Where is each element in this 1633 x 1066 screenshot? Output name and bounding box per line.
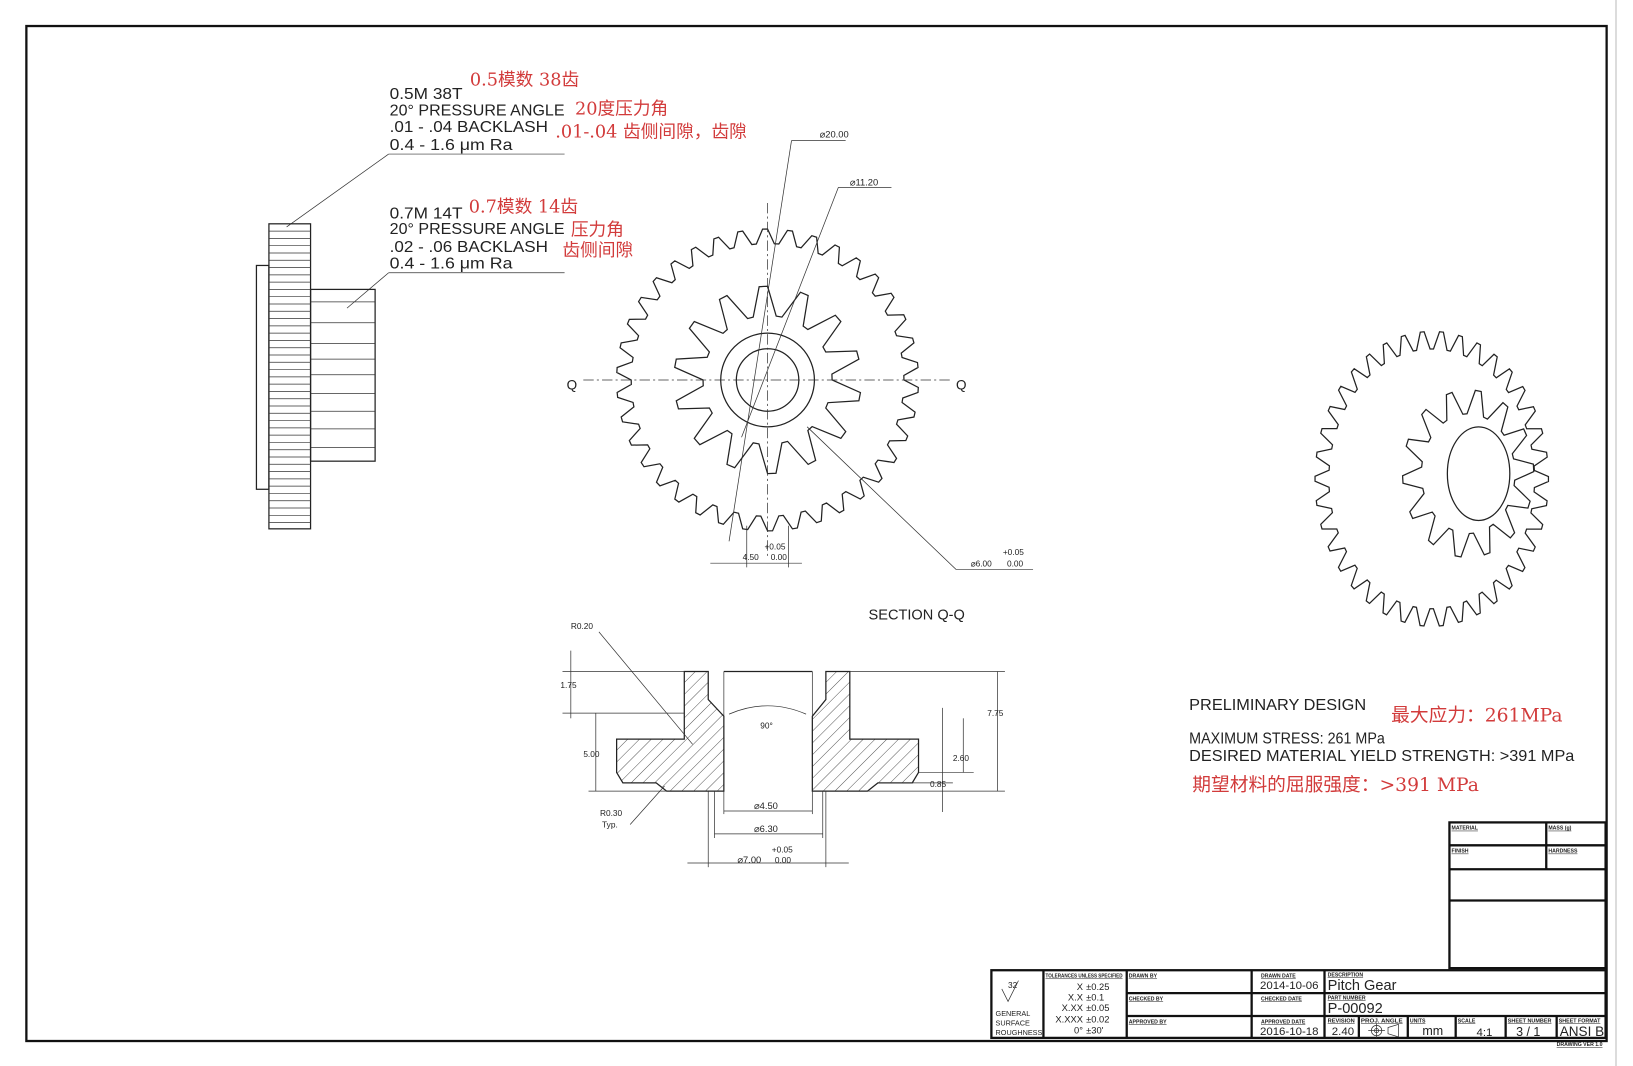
annotation-cn: 0.5模数 38齿 <box>470 69 579 90</box>
sheet-format-label: SHEET FORMAT <box>1559 1018 1601 1024</box>
units: mm <box>1422 1024 1443 1038</box>
dim-r020: R0.20 <box>571 621 594 631</box>
tol-header: TOLERANCES UNLESS SPECIFIED <box>1046 974 1123 980</box>
material-label: MATERIAL <box>1452 826 1479 832</box>
proj-angle-label: PROJ. ANGLE <box>1361 1018 1403 1024</box>
dim-dia630: ⌀6.30 <box>754 824 778 834</box>
dim-angle: 90° <box>760 721 773 731</box>
dim-outer-diameter: ⌀20.00 <box>820 129 849 139</box>
dim-775: 7.75 <box>987 708 1004 718</box>
width-value: 4.50 <box>743 552 760 562</box>
bore-tol-plus: +0.05 <box>1003 547 1024 557</box>
sheet-number-label: SHEET NUMBER <box>1508 1018 1552 1024</box>
dim-typ: Typ. <box>602 820 618 830</box>
units-label: UNITS <box>1410 1018 1426 1024</box>
surface-l1: GENERAL <box>996 1009 1031 1018</box>
part-number: P-00092 <box>1328 1001 1383 1017</box>
tol-val: ±0.1 <box>1086 992 1104 1002</box>
max-stress-cn: 最大应力：261MPa <box>1391 705 1562 726</box>
dim-inner-diameter: ⌀11.20 <box>850 177 878 187</box>
dim-dia700: ⌀7.00 <box>737 855 761 865</box>
annotation-cn: 齿侧间隙 <box>562 240 633 261</box>
note-line: 20° PRESSURE ANGLE <box>390 221 565 238</box>
tol-key: X.X <box>1068 992 1084 1002</box>
yield-strength: DESIRED MATERIAL YIELD STRENGTH: >391 MP… <box>1189 748 1575 765</box>
drawn-date-label: DRAWN DATE <box>1261 974 1296 980</box>
scale-label: SCALE <box>1458 1018 1476 1024</box>
checked-by-label: CHECKED BY <box>1129 996 1164 1002</box>
side-view <box>255 223 376 530</box>
surface-l3: ROUGHNESS <box>996 1028 1043 1037</box>
hardness-label: HARDNESS <box>1548 849 1578 855</box>
approved-date: 2016-10-18 <box>1260 1026 1319 1038</box>
note-line: .01 - .04 BACKLASH <box>390 119 548 136</box>
scale: 4:1 <box>1477 1027 1493 1039</box>
sheet-number: 3 / 1 <box>1516 1025 1540 1039</box>
note-line: 0.4 - 1.6 μm Ra <box>390 256 513 273</box>
dim-175: 1.75 <box>560 680 577 690</box>
dim-260: 2.60 <box>953 753 970 763</box>
title-block: MATERIAL MASS (g) FINISH HARDNESS 32 GEN… <box>990 821 1607 1048</box>
section-view: SECTION Q-Q 90° R0.20 1.75 5.00 7.75 2.6… <box>560 607 1005 868</box>
approved-by-label: APPROVED BY <box>1129 1019 1167 1025</box>
annotation-cn: .01-.04 齿侧间隙，齿隙 <box>555 121 747 142</box>
sheet-border <box>25 24 1608 1043</box>
section-mark-right: Q <box>956 377 967 392</box>
tol-key: X.XX <box>1062 1003 1084 1013</box>
gear1-note: 0.5M 38T 20° PRESSURE ANGLE .01 - .04 BA… <box>286 69 747 228</box>
surface-symbol: 32 <box>1008 980 1018 990</box>
annotation-cn: 压力角 <box>571 219 624 240</box>
tol-val: ±30' <box>1086 1026 1104 1036</box>
dim-tol-minus: 0.00 <box>775 855 792 865</box>
third-angle-projection-icon <box>1368 1023 1399 1038</box>
tol-key: X <box>1077 982 1084 992</box>
approved-date-label: APPROVED DATE <box>1261 1019 1306 1025</box>
sheet-format: ANSI B <box>1560 1024 1604 1039</box>
tol-key: X.XXX <box>1055 1014 1083 1024</box>
mass-label: MASS (g) <box>1548 826 1571 832</box>
checked-date-label: CHECKED DATE <box>1261 996 1302 1002</box>
revision: 2.40 <box>1332 1026 1354 1038</box>
drawn-by-label: DRAWN BY <box>1129 974 1158 980</box>
dim-500: 5.00 <box>583 749 600 759</box>
annotation-cn: 0.7模数 14齿 <box>469 196 578 217</box>
prelim-design: PRELIMINARY DESIGN <box>1189 697 1366 714</box>
description-label: DESCRIPTION <box>1328 972 1364 978</box>
revision-label: REVISION <box>1328 1018 1355 1024</box>
tol-key: 0° <box>1074 1026 1083 1036</box>
width-tol-plus: +0.05 <box>764 542 785 552</box>
finish-label: FINISH <box>1452 849 1469 855</box>
description: Pitch Gear <box>1328 978 1397 994</box>
bore-value: ⌀6.00 <box>971 558 993 568</box>
dim-tol-plus: +0.05 <box>772 845 793 855</box>
dim-dia450: ⌀4.50 <box>754 801 778 811</box>
surface-l2: SURFACE <box>996 1018 1030 1027</box>
note-line: 20° PRESSURE ANGLE <box>390 103 565 120</box>
max-stress: MAXIMUM STRESS: 261 MPa <box>1189 730 1385 747</box>
annotation-cn: 20度压力角 <box>575 99 668 120</box>
note-line: .02 - .06 BACKLASH <box>390 239 548 256</box>
tol-val: ±0.25 <box>1086 982 1109 992</box>
front-view: ⌀20.00 ⌀11.20 Q Q +0.05 4.50 0.00 +0.05 … <box>567 129 1034 570</box>
part-number-label: PART NUMBER <box>1328 995 1366 1001</box>
dim-r030: R0.30 <box>600 808 623 818</box>
design-notes: PRELIMINARY DESIGN MAXIMUM STRESS: 261 M… <box>1189 697 1575 796</box>
yield-cn: 期望材料的屈服强度：>391 MPa <box>1192 775 1479 796</box>
note-line: 0.7M 14T <box>390 206 463 223</box>
section-mark-left: Q <box>567 377 578 392</box>
bore-tol-minus: 0.00 <box>1007 558 1024 568</box>
tol-val: ±0.05 <box>1086 1003 1109 1013</box>
section-title: SECTION Q-Q <box>869 607 965 623</box>
dim-085: 0.85 <box>930 779 947 789</box>
drawn-date: 2014-10-06 <box>1260 980 1319 992</box>
drawing-version: DRAWING VER 1.0 <box>1557 1042 1603 1048</box>
note-line: 0.4 - 1.6 μm Ra <box>390 137 513 154</box>
width-tol-minus: 0.00 <box>771 552 788 562</box>
note-line: 0.5M 38T <box>390 86 463 103</box>
gear2-note: 0.7M 14T 20° PRESSURE ANGLE .02 - .06 BA… <box>346 196 633 309</box>
tol-val: ±0.02 <box>1086 1014 1109 1024</box>
isometric-view <box>1314 331 1550 627</box>
